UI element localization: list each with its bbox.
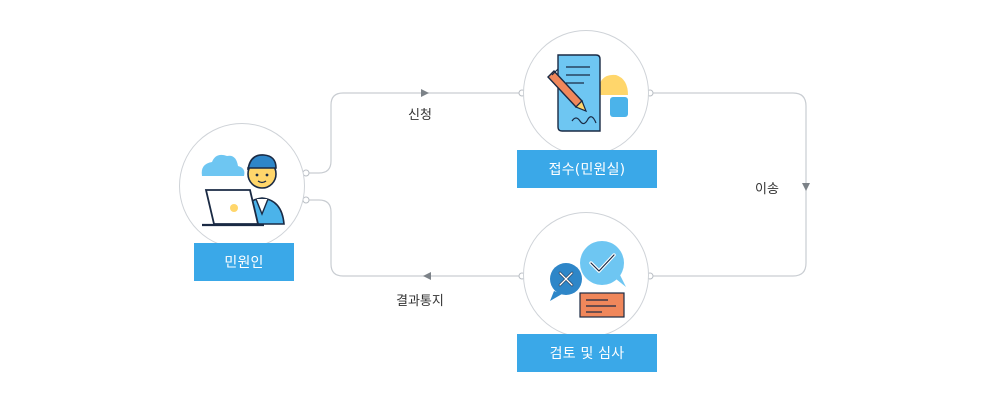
applicant-laptop-person-icon [201,154,285,227]
review-chat-check-icon [550,241,626,318]
review-node [523,212,649,338]
reception-label: 접수(민원실) [517,150,657,188]
edge-notify-line [306,199,522,277]
reception-document-pen-icon [547,54,628,132]
edge-transfer-line [650,92,807,277]
reception-node [523,30,649,156]
edge-transfer-arrow [802,183,810,191]
edge-apply-label: 신청 [408,108,432,123]
applicant-node [179,123,305,249]
edge-notify-arrow [423,272,431,280]
applicant-label: 민원인 [194,243,294,281]
edge-apply-line [306,92,522,174]
edge-apply-arrow [421,89,429,97]
edge-transfer-label: 이송 [755,182,779,197]
edge-notify-label: 결과통지 [396,294,444,309]
review-label: 검토 및 심사 [517,334,657,372]
